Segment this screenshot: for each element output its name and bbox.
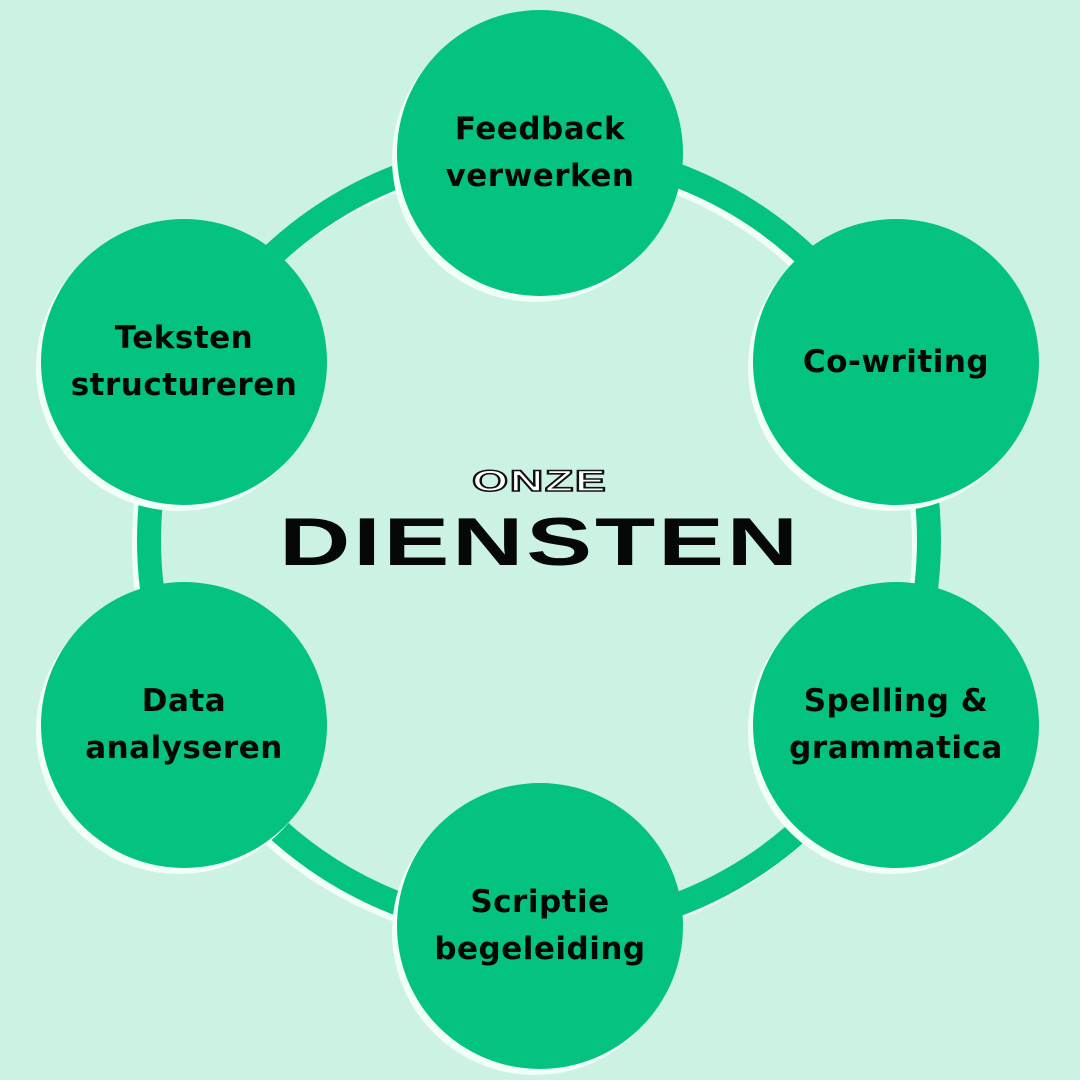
service-label: Teksten structureren bbox=[70, 320, 298, 403]
service-teksten-structureren[interactable]: Teksten structureren bbox=[41, 219, 327, 505]
service-label: Co-writing bbox=[802, 343, 990, 380]
service-spelling-grammatica[interactable]: Spelling & grammatica bbox=[753, 582, 1039, 868]
title-large: DIENSTEN bbox=[279, 504, 801, 580]
service-data-analyseren[interactable]: Data analyseren bbox=[41, 582, 327, 868]
title-small: ONZE bbox=[471, 464, 608, 499]
service-label: Scriptie begeleiding bbox=[434, 884, 646, 967]
service-co-writing[interactable]: Co-writing bbox=[753, 219, 1039, 505]
service-label: Feedback verwerken bbox=[445, 111, 635, 194]
service-feedback-verwerken[interactable]: Feedback verwerken bbox=[397, 10, 683, 296]
service-scriptie-begeleiding[interactable]: Scriptie begeleiding bbox=[397, 783, 683, 1069]
page-title: ONZE DIENSTEN bbox=[0, 462, 1080, 578]
service-label: Data analyseren bbox=[85, 683, 283, 766]
service-label: Spelling & grammatica bbox=[789, 683, 1003, 766]
